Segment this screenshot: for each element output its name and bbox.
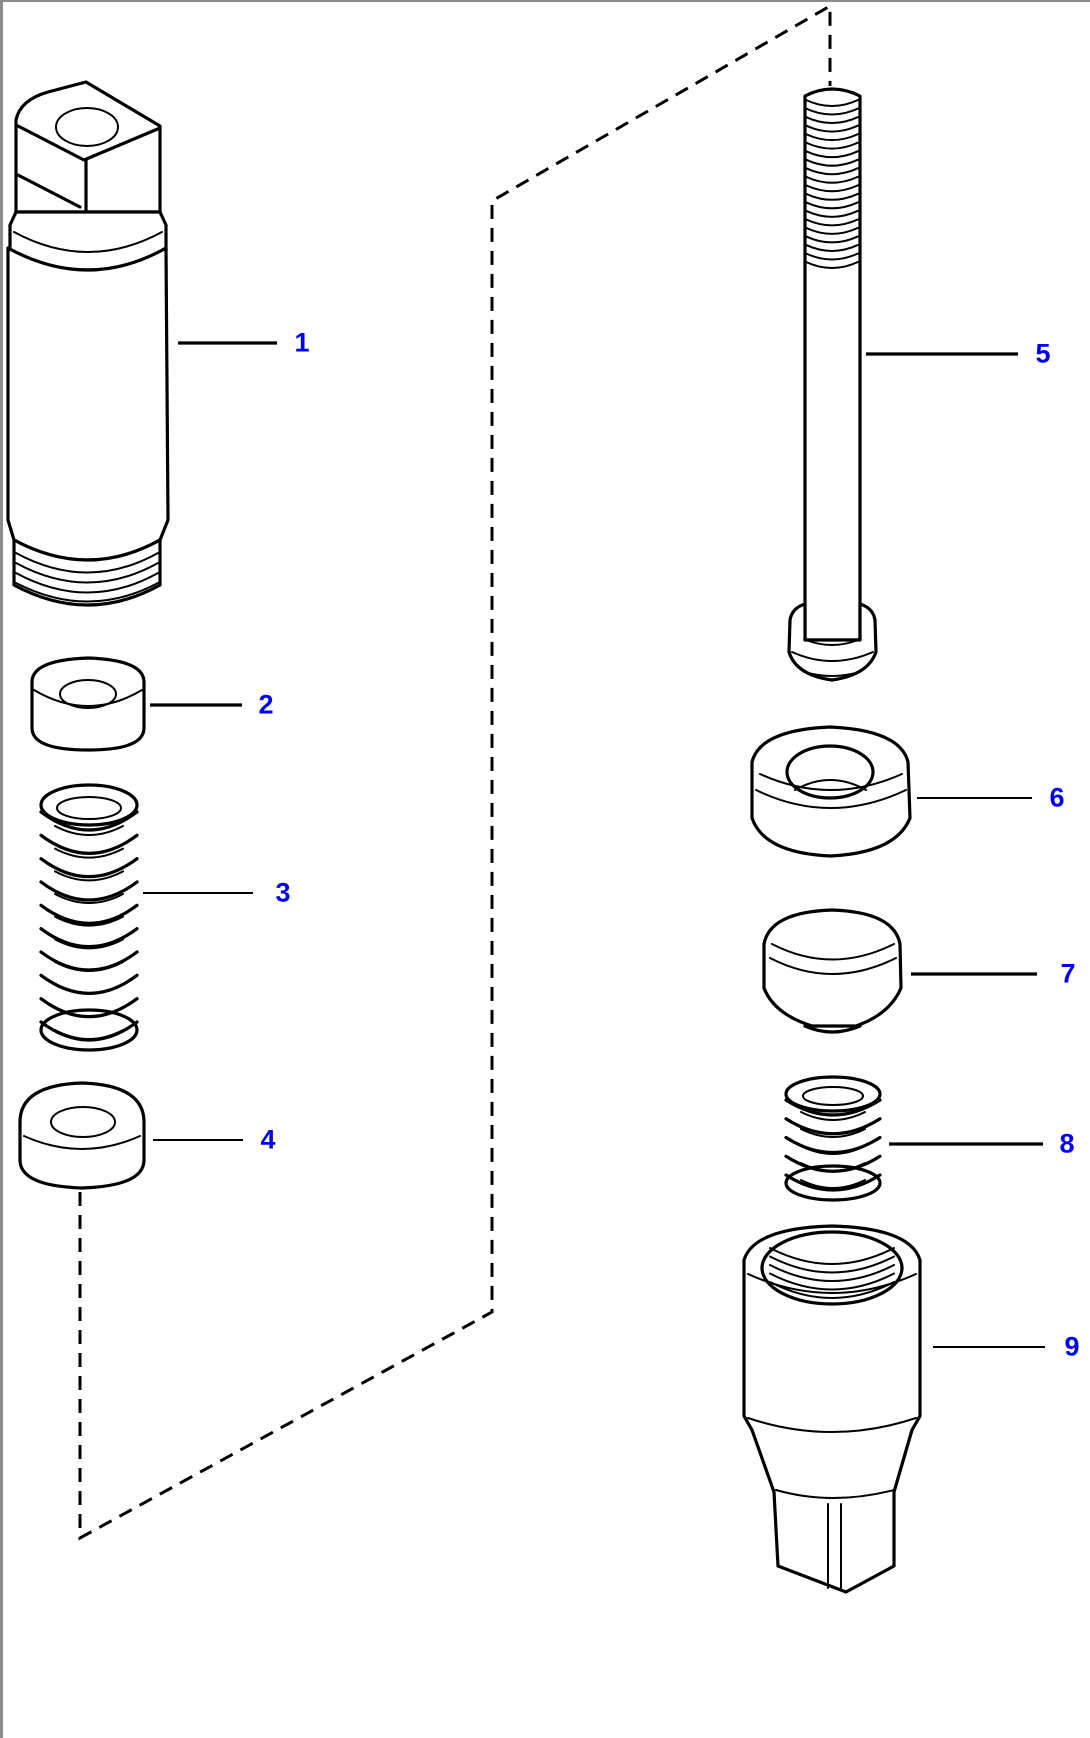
spring-coil-inner bbox=[800, 1179, 866, 1189]
part-7-cap[interactable] bbox=[762, 908, 903, 1034]
thread-line bbox=[805, 158, 859, 167]
spring-coil bbox=[39, 857, 139, 879]
spring-coil-inner bbox=[54, 961, 124, 972]
spring-coil-inner bbox=[54, 938, 124, 950]
part-1-body[interactable] bbox=[6, 80, 170, 607]
spring-coil bbox=[39, 833, 139, 855]
part-4-washer[interactable] bbox=[18, 1081, 146, 1190]
thread-line bbox=[769, 1255, 895, 1274]
callout-label-3[interactable]: 3 bbox=[275, 877, 291, 908]
callout-label-2[interactable]: 2 bbox=[258, 689, 274, 720]
callout-label-7[interactable]: 7 bbox=[1060, 958, 1076, 989]
thread-line bbox=[805, 107, 859, 116]
thread-line bbox=[805, 167, 859, 176]
spring-coil bbox=[784, 1098, 882, 1117]
thread-line bbox=[769, 1272, 895, 1291]
thread-line bbox=[805, 261, 859, 269]
part-8-spring[interactable] bbox=[784, 1075, 882, 1202]
thread-line bbox=[805, 184, 859, 193]
spring-coil bbox=[39, 903, 139, 925]
callout-label-9[interactable]: 9 bbox=[1064, 1331, 1080, 1362]
thread-line bbox=[805, 133, 859, 142]
thread-line bbox=[805, 226, 859, 235]
thread-line bbox=[805, 175, 859, 184]
thread-line bbox=[805, 201, 859, 210]
spring-coil-inner bbox=[800, 1145, 866, 1155]
thread-line bbox=[805, 192, 859, 201]
thread-line bbox=[769, 1281, 895, 1299]
thread-line bbox=[805, 209, 859, 218]
thread-line bbox=[805, 124, 859, 133]
thread-line bbox=[805, 252, 859, 261]
spring-coil-inner bbox=[800, 1111, 866, 1121]
thread-line bbox=[805, 235, 859, 244]
spring-coil-inner bbox=[54, 983, 124, 995]
thread-line bbox=[805, 218, 859, 227]
spring-coil-inner bbox=[54, 1006, 124, 1018]
spring-coil-inner bbox=[54, 847, 124, 859]
spring-coil bbox=[39, 950, 139, 972]
spring-coil bbox=[39, 927, 139, 949]
thread-line bbox=[805, 243, 859, 252]
spring-coil-inner bbox=[54, 1029, 124, 1040]
part-6-ring[interactable] bbox=[750, 725, 912, 858]
spring-coil-inner bbox=[54, 893, 124, 904]
thread-line bbox=[805, 99, 859, 107]
thread-line bbox=[769, 1264, 895, 1282]
assembly-dashed-path bbox=[78, 3, 832, 1541]
callout-label-1[interactable]: 1 bbox=[294, 327, 310, 358]
callout-label-4[interactable]: 4 bbox=[260, 1124, 276, 1155]
part-5-threaded-rod[interactable] bbox=[787, 87, 878, 682]
spring-coil bbox=[39, 880, 139, 902]
spring-coil-inner bbox=[54, 825, 124, 836]
callout-label-5[interactable]: 5 bbox=[1035, 338, 1051, 369]
thread-line bbox=[805, 150, 859, 159]
part-2-washer[interactable] bbox=[30, 656, 146, 752]
spring-coil-inner bbox=[800, 1162, 866, 1172]
spring-coil bbox=[39, 810, 139, 832]
spring-coil-inner bbox=[800, 1128, 866, 1138]
thread-line bbox=[769, 1247, 895, 1265]
part-9-sleeve[interactable] bbox=[742, 1224, 922, 1594]
spring-coil bbox=[784, 1135, 882, 1154]
callout-label-6[interactable]: 6 bbox=[1049, 782, 1065, 813]
callout-label-8[interactable]: 8 bbox=[1059, 1128, 1075, 1159]
thread-line bbox=[805, 141, 859, 150]
part-3-spring[interactable] bbox=[39, 783, 139, 1052]
thread-line bbox=[805, 116, 859, 125]
spring-coil-inner bbox=[54, 870, 124, 882]
spring-coil bbox=[784, 1117, 882, 1136]
spring-coil-inner bbox=[54, 915, 124, 927]
spring-coil bbox=[784, 1173, 882, 1192]
